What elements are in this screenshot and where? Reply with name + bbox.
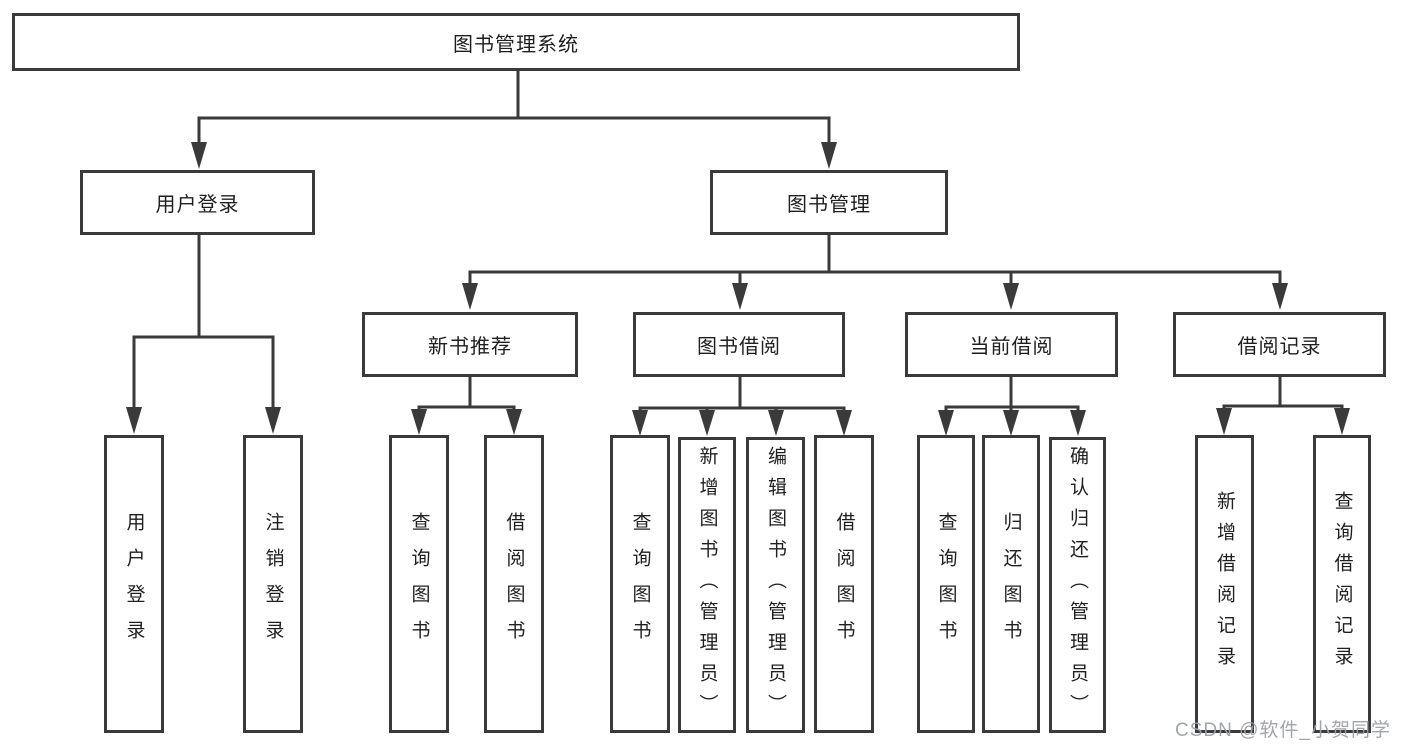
leaf-add-book-admin: 新增图书（管理员）: [678, 437, 736, 733]
node-new-book-recommendation: 新书推荐: [362, 312, 578, 377]
leaf-add-borrow-record-label: 新增借阅记录: [1214, 491, 1235, 677]
node-current-borrowing: 当前借阅: [905, 312, 1118, 377]
leaf-confirm-return-admin: 确认归还（管理员）: [1049, 437, 1106, 733]
watermark-text: CSDN @软件_小贺同学: [1175, 720, 1391, 741]
leaf-user-login: 用户登录: [104, 435, 164, 733]
leaf-query-books-current: 查询图书: [917, 435, 975, 733]
leaf-borrow-books-recommend: 借阅图书: [484, 435, 544, 733]
node-user-login: 用户登录: [80, 170, 315, 235]
leaf-logout: 注销登录: [243, 435, 303, 733]
leaf-borrow-books: 借阅图书: [814, 435, 874, 733]
leaf-query-books-current-label: 查询图书: [935, 512, 957, 656]
leaf-borrow-books-recommend-label: 借阅图书: [503, 512, 525, 656]
node-borrowing-records: 借阅记录: [1173, 312, 1386, 377]
leaf-add-book-admin-label: 新增图书（管理员）: [696, 445, 718, 725]
node-book-management: 图书管理: [710, 170, 948, 235]
leaf-return-book-label: 归还图书: [1000, 512, 1022, 656]
leaf-edit-book-admin-label: 编辑图书（管理员）: [765, 445, 786, 725]
leaf-edit-book-admin: 编辑图书（管理员）: [746, 437, 805, 733]
node-library-management-system: 图书管理系统: [12, 13, 1020, 71]
leaf-user-login-label: 用户登录: [123, 512, 145, 656]
leaf-return-book: 归还图书: [982, 435, 1040, 733]
leaf-logout-label: 注销登录: [262, 512, 284, 656]
leaf-query-books-borrow-label: 查询图书: [629, 512, 651, 656]
leaf-borrow-books-label: 借阅图书: [833, 512, 855, 656]
leaf-query-books-recommend-label: 查询图书: [408, 512, 430, 656]
leaf-query-borrow-record: 查询借阅记录: [1313, 435, 1371, 733]
leaf-query-borrow-record-label: 查询借阅记录: [1331, 491, 1353, 677]
leaf-query-books-recommend: 查询图书: [389, 435, 449, 733]
node-book-borrowing: 图书借阅: [633, 312, 845, 377]
leaf-confirm-return-admin-label: 确认归还（管理员）: [1067, 445, 1088, 725]
leaf-add-borrow-record: 新增借阅记录: [1195, 435, 1254, 733]
leaf-query-books-borrow: 查询图书: [610, 435, 670, 733]
